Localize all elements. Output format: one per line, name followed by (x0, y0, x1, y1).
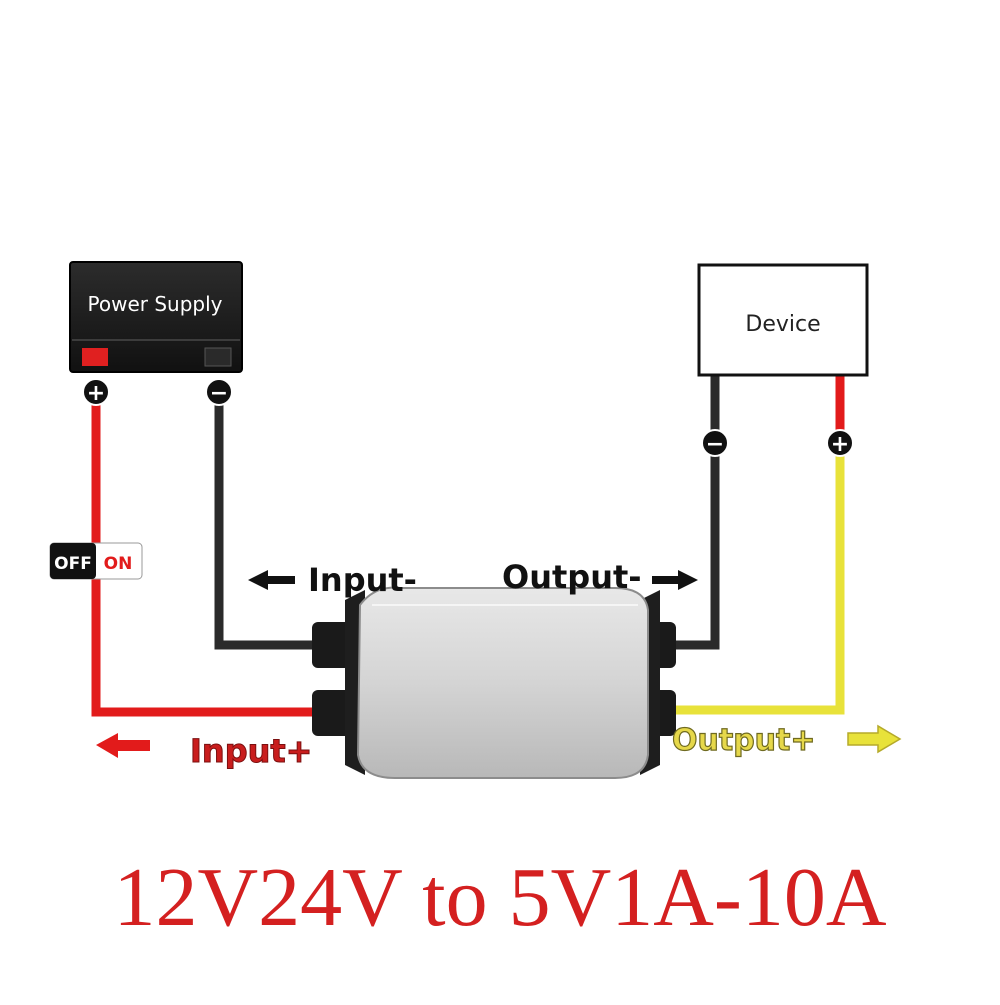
input-plus-arrow (96, 733, 150, 758)
supply-positive-terminal: + (82, 378, 110, 406)
input-minus-arrow (248, 570, 295, 590)
svg-text:+: + (87, 381, 105, 406)
on-off-switch: OFF ON (49, 542, 143, 580)
svg-text:−: − (706, 432, 724, 457)
output-plus-label: Output+ (672, 723, 816, 758)
output-plus-arrow (847, 724, 902, 754)
switch-on-label: ON (104, 554, 133, 574)
svg-text:−: − (210, 381, 228, 406)
product-spec-caption: 12V24V to 5V1A-10A (113, 851, 887, 944)
device-label: Device (745, 312, 820, 337)
device: Device (697, 263, 869, 377)
input-negative-wire (214, 395, 340, 650)
input-minus-label: Input- (308, 561, 417, 599)
input-plus-label: Input+ (190, 732, 312, 770)
device-positive-terminal: + (826, 429, 854, 457)
supply-negative-terminal: − (205, 378, 233, 406)
switch-off-label: OFF (54, 554, 92, 574)
positive-output-jack (82, 348, 108, 366)
output-minus-arrow (652, 570, 698, 590)
output-minus-label: Output- (502, 558, 642, 596)
power-supply-label: Power Supply (88, 292, 223, 316)
svg-text:+: + (831, 432, 849, 457)
power-supply: Power Supply (69, 261, 243, 373)
negative-output-jack (204, 347, 232, 367)
input-positive-wire (91, 395, 340, 717)
converter-module (312, 586, 676, 779)
device-negative-terminal: − (701, 429, 729, 457)
output-positive-wire (650, 440, 845, 715)
